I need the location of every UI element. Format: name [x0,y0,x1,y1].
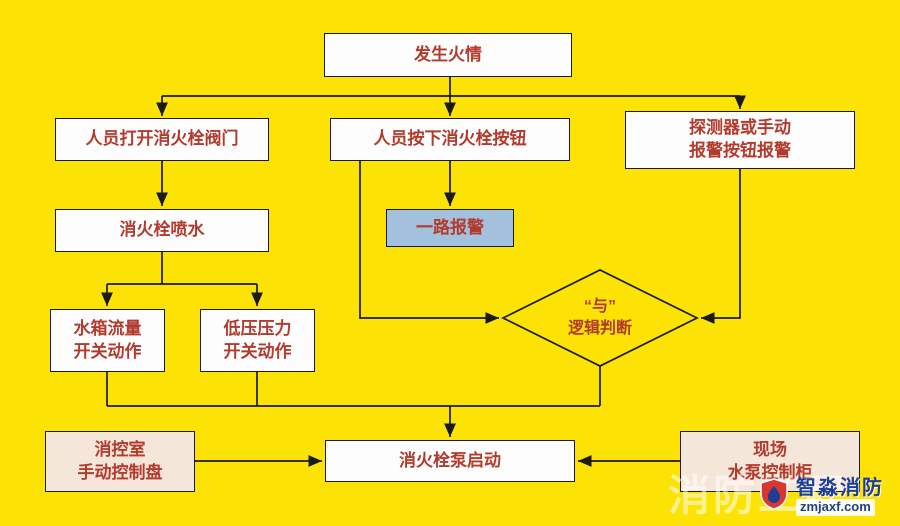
brand-watermark: 智淼消防 zmjaxf.com [758,477,884,516]
edge-detector-to-and-logic [701,169,741,324]
node-one-alarm-label: 一路报警 [416,217,484,237]
node-hydrant-spray: 消火栓喷水 [55,209,269,252]
node-control-room-panel: 消控室 手动控制盘 [45,431,195,492]
node-and-logic-line2: 逻辑判断 [567,320,632,337]
node-low-pressure-line1: 低压压力 [223,318,292,338]
node-one-alarm: 一路报警 [386,209,514,247]
node-and-logic-line1: “与” [583,298,616,316]
node-control-room-line1: 消控室 [94,439,146,459]
edge-press-button-to-and-logic [359,161,499,324]
node-control-room-line2: 手动控制盘 [77,462,163,482]
node-site-cabinet-line2: 水泵控制柜 [727,462,813,482]
node-detector-alarm-line2: 报警按钮报警 [689,141,791,160]
node-site-pump-cabinet: 现场 水泵控制柜 [680,431,860,492]
brand-logo-icon [758,478,790,515]
and-logic-diamond-shape [501,269,699,367]
brand-name: 智淼消防 [796,477,884,500]
node-hydrant-spray-label: 消火栓喷水 [119,220,205,240]
node-and-logic: “与” 逻辑判断 [540,292,660,344]
node-detector-alarm: 探测器或手动 报警按钮报警 [625,111,855,169]
node-open-valve-label: 人员打开消火栓阀门 [85,129,239,149]
node-tank-flow-line1: 水箱流量 [73,318,142,338]
node-open-valve: 人员打开消火栓阀门 [55,118,269,161]
node-press-button-label: 人员按下消火栓按钮 [373,129,527,149]
node-detector-alarm-line1: 探测器或手动 [689,118,791,138]
node-tank-flow-line2: 开关动作 [73,341,142,361]
node-fire-occurs-label: 发生火情 [414,44,482,64]
node-press-button: 人员按下消火栓按钮 [330,118,570,161]
brand-url: zmjaxf.com [796,499,875,516]
connector-trunk-lines [106,77,740,407]
node-fire-occurs: 发生火情 [324,33,572,77]
node-low-pressure-line2: 开关动作 [223,341,292,361]
node-pump-start-label: 消火栓泵启动 [399,450,501,470]
node-tank-flow-switch: 水箱流量 开关动作 [50,309,165,372]
node-pump-start: 消火栓泵启动 [325,440,575,482]
node-low-pressure-switch: 低压压力 开关动作 [200,309,315,372]
node-site-cabinet-line1: 现场 [753,439,787,459]
